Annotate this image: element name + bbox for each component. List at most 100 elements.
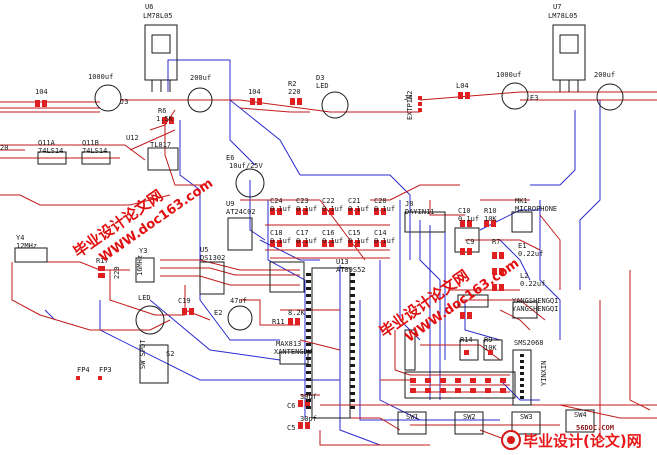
pads — [35, 92, 506, 429]
ic-pin — [350, 280, 355, 283]
part-label: 10uf/25V — [229, 162, 264, 170]
part-label: 10K — [484, 344, 497, 352]
ic-pin — [350, 329, 355, 332]
part-label: Y3 — [139, 247, 147, 255]
part-label: DAYIN11 — [405, 208, 435, 216]
ic-pin — [306, 294, 311, 297]
part-label: J3 — [120, 98, 128, 106]
connector-pin — [520, 372, 524, 375]
part-label: 30pf — [300, 393, 317, 401]
part-label: R14 — [460, 336, 473, 344]
part-label: 0.22uf — [518, 250, 543, 258]
part-label: 104 — [248, 88, 261, 96]
part-label: SW4 — [574, 411, 587, 419]
part-label: 0.1uf — [322, 205, 343, 213]
part-label: MAX813 — [276, 340, 301, 348]
part-label: YANGSHENGQI — [512, 305, 558, 313]
part-label: YINXIN — [540, 361, 548, 386]
part-label: LED — [316, 82, 329, 90]
part-label: E3 — [530, 94, 538, 102]
part-label: 20 — [0, 144, 8, 152]
part-label: J4 — [404, 94, 412, 102]
ic-pin — [350, 371, 355, 374]
part-label: LED — [138, 294, 151, 302]
part-label: 74LS14 — [82, 147, 107, 155]
part-label: R9 — [484, 336, 492, 344]
part-label: 0.1uf — [458, 215, 479, 223]
ic-pin — [306, 392, 311, 395]
ic-pin — [306, 399, 311, 402]
ic-pin — [350, 364, 355, 367]
ic-pin — [350, 343, 355, 346]
connector-pin — [520, 390, 524, 393]
part-label: C18 — [270, 229, 283, 237]
ic-pin — [306, 329, 311, 332]
part-label: 16MHz — [136, 255, 144, 276]
ic-pin — [306, 280, 311, 283]
ic-pin — [306, 371, 311, 374]
part-label: Q11B — [82, 139, 99, 147]
part-label: E1 — [518, 242, 526, 250]
part-label: C10 — [458, 207, 471, 215]
ic-pin — [350, 294, 355, 297]
ic-pin — [306, 315, 311, 318]
ic-pin — [306, 378, 311, 381]
ic-pin-rows — [306, 273, 524, 409]
part-label: C14 — [374, 229, 387, 237]
part-label: R7 — [492, 238, 500, 246]
part-label: E2 — [214, 309, 222, 317]
part-label: 47uf — [230, 297, 247, 305]
part-label: 104 — [35, 88, 48, 96]
ic-pin — [306, 322, 311, 325]
ic-pin — [306, 287, 311, 290]
part-label: 0.1uf — [322, 237, 343, 245]
silkscreen-outlines — [14, 24, 624, 435]
ic-pin — [350, 392, 355, 395]
part-label: U13 — [336, 258, 349, 266]
part-label: 0.1uf — [270, 237, 291, 245]
ic-pin — [306, 273, 311, 276]
connector-pin — [520, 354, 524, 357]
part-label: R2 — [288, 80, 296, 88]
part-label: C9 — [466, 238, 474, 246]
part-label: 10K — [484, 215, 497, 223]
part-label: C24 — [270, 197, 283, 205]
part-label: 12MHz — [16, 242, 37, 250]
ic-pin — [350, 301, 355, 304]
part-label: 1.5K — [156, 115, 174, 123]
bottom-copper-traces — [44, 59, 601, 446]
part-label: L2 — [520, 272, 528, 280]
part-label: 0.1uf — [270, 205, 291, 213]
part-label: 200uf — [190, 74, 211, 82]
u6-ref: U6 — [145, 3, 153, 11]
ic-pin — [306, 350, 311, 353]
footer-brand: 毕业设计(论文)网 — [523, 432, 642, 450]
ic-pin — [350, 399, 355, 402]
ic-pin — [306, 385, 311, 388]
part-label: 0.1uf — [374, 205, 395, 213]
part-label: 0.1uf — [348, 237, 369, 245]
part-label: C20 — [374, 197, 387, 205]
part-label: R10 — [484, 207, 497, 215]
part-label: R11 — [272, 318, 285, 326]
part-label: 30pf — [300, 415, 317, 423]
part-label: 1000uf — [88, 73, 113, 81]
part-label: C5 — [287, 424, 295, 432]
part-label: FP4 — [77, 366, 90, 374]
part-label: C21 — [348, 197, 361, 205]
u7-part: LM78L05 — [548, 12, 578, 20]
connector-pin — [520, 378, 524, 381]
part-label: D3 — [316, 74, 324, 82]
part-label: R17 — [96, 257, 109, 265]
part-label: DS1302 — [200, 254, 225, 262]
part-label: C23 — [296, 197, 309, 205]
ic-pin — [350, 385, 355, 388]
part-label: 0.22uf — [520, 280, 545, 288]
part-label: 220 — [288, 88, 301, 96]
part-label: 0.1uf — [296, 237, 317, 245]
part-label: MK1 — [515, 197, 528, 205]
part-label: SW2 — [463, 413, 476, 421]
part-label: SW3 — [520, 413, 533, 421]
u6-part: LM78L05 — [143, 12, 173, 20]
